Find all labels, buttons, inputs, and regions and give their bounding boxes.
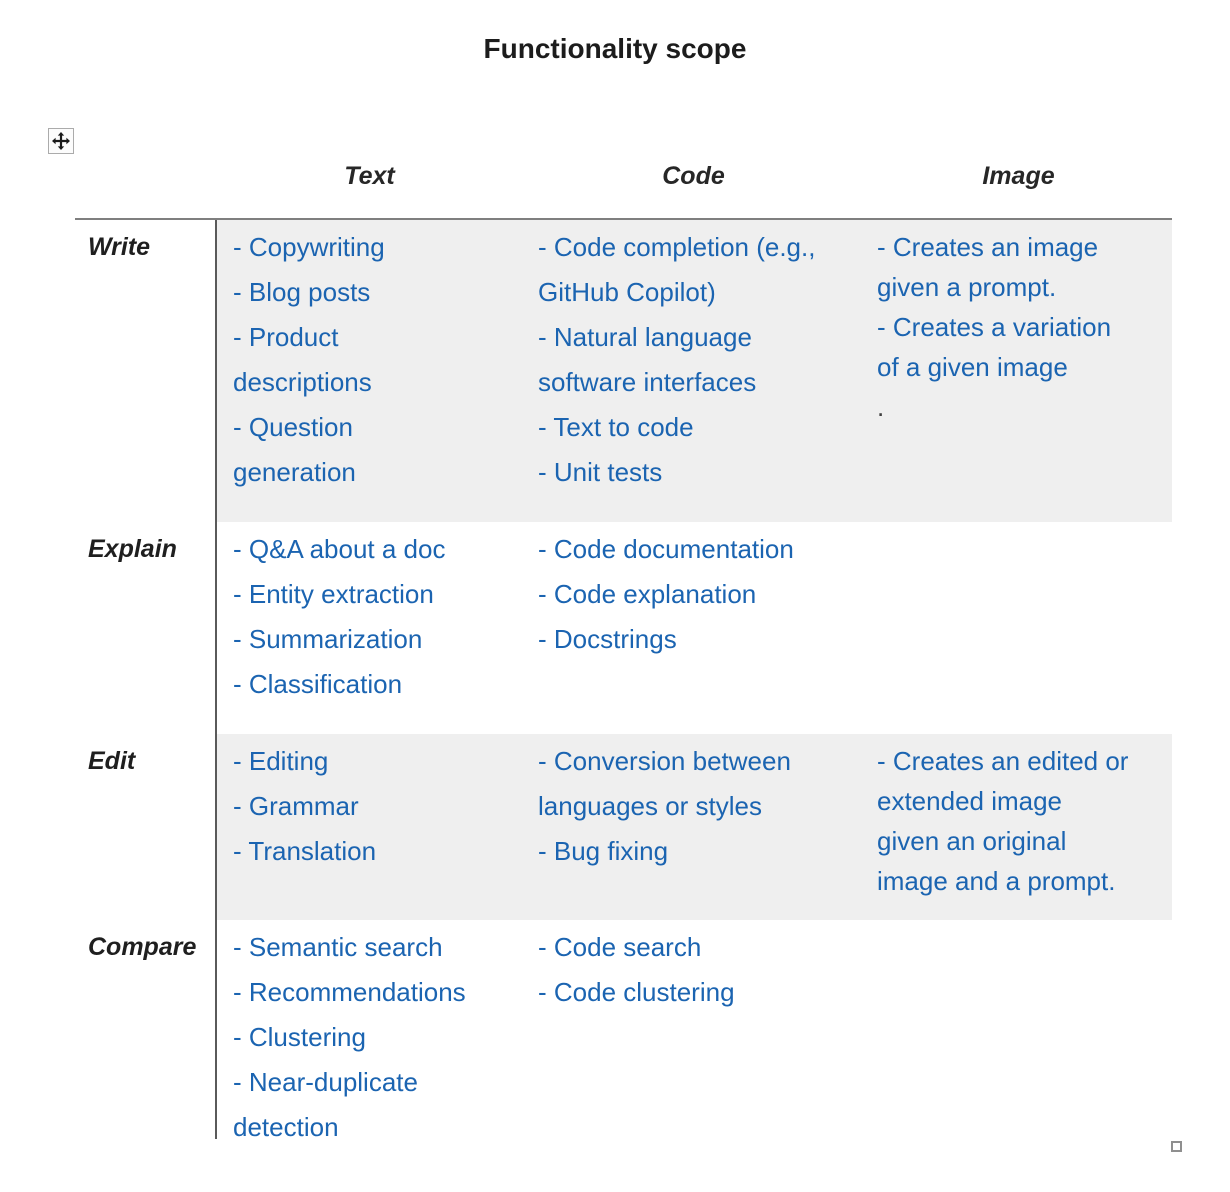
cell-item: - Question generation xyxy=(233,412,356,487)
column-header-text: Text xyxy=(344,162,395,190)
column-header-image: Image xyxy=(982,162,1055,190)
cell-item: - Product descriptions xyxy=(233,322,372,397)
four-way-move-arrow-icon xyxy=(52,132,70,150)
cell-explain-code: - Code documentation - Code explanation - … xyxy=(522,522,865,734)
cell-item: - Blog posts xyxy=(233,277,371,307)
cell-item: - Entity extraction xyxy=(233,579,434,609)
cell-item: - Creates an edited or extended image gi… xyxy=(877,746,1129,896)
table-row-edit: Edit - Editing - Grammar - Translation - Con… xyxy=(75,734,1172,920)
cell-item: - Copywriting xyxy=(233,232,385,262)
resize-square-icon[interactable] xyxy=(1171,1141,1182,1152)
cell-item: - Q&A about a doc xyxy=(233,534,446,564)
cell-item: - Docstrings xyxy=(538,624,677,654)
row-label-write: Write xyxy=(75,220,217,522)
cell-item: - Code documentation xyxy=(538,534,794,564)
cell-compare-image xyxy=(865,920,1172,1139)
cell-item: - Near-duplicate detection xyxy=(233,1067,418,1139)
table-row-explain: Explain - Q&A about a doc - Entity extract… xyxy=(75,522,1172,734)
cell-edit-code: - Conversion between languages or styles… xyxy=(522,734,865,920)
table-row-compare: Compare - Semantic search - Recommendation… xyxy=(75,920,1172,1139)
cell-item: - Text to code xyxy=(538,412,694,442)
cell-item: - Code completion (e.g., GitHub Copilot) xyxy=(538,232,816,307)
cell-item: - Clustering xyxy=(233,1022,366,1052)
cell-item: - Natural language software interfaces xyxy=(538,322,757,397)
cell-write-text: - Copywriting - Blog posts - Product descr… xyxy=(217,220,522,522)
cell-item: - Code explanation xyxy=(538,579,757,609)
cell-item: - Grammar xyxy=(233,791,359,821)
cell-item: - Unit tests xyxy=(538,457,663,487)
cell-item: - Code clustering xyxy=(538,977,735,1007)
cell-write-image: - Creates an image given a prompt.- Crea… xyxy=(865,220,1172,522)
cell-write-code: - Code completion (e.g., GitHub Copilot)… xyxy=(522,220,865,522)
cell-item: - Recommendations xyxy=(233,977,466,1007)
cell-compare-code: - Code search - Code clustering xyxy=(522,920,865,1139)
cell-item: - Semantic search xyxy=(233,932,443,962)
functionality-table: Write - Copywriting - Blog posts - Product … xyxy=(75,218,1172,1139)
cell-item: - Classification xyxy=(233,669,403,699)
cell-item: - Conversion between languages or styles xyxy=(538,746,791,821)
cell-item: - Bug fixing xyxy=(538,836,669,866)
table-row-write: Write - Copywriting - Blog posts - Product … xyxy=(75,220,1172,522)
cell-item: - Editing xyxy=(233,746,329,776)
cell-explain-image xyxy=(865,522,1172,734)
cell-edit-text: - Editing - Grammar - Translation xyxy=(217,734,522,920)
cell-item: - Summarization xyxy=(233,624,423,654)
dark-period: . xyxy=(877,392,885,422)
row-label-compare: Compare xyxy=(75,920,217,1139)
cell-item: - Creates a variation of a given image. xyxy=(877,307,1162,427)
cell-explain-text: - Q&A about a doc - Entity extraction - Su… xyxy=(217,522,522,734)
cell-compare-text: - Semantic search - Recommendations - Clus… xyxy=(217,920,522,1139)
row-label-edit: Edit xyxy=(75,734,217,920)
table-move-handle[interactable] xyxy=(48,128,74,154)
page-title: Functionality scope xyxy=(483,33,747,64)
cell-edit-image: - Creates an edited or extended image gi… xyxy=(865,734,1172,920)
cell-item: - Creates an image given a prompt. xyxy=(877,232,1099,302)
row-label-explain: Explain xyxy=(75,522,217,734)
column-header-code: Code xyxy=(662,162,725,190)
cell-item: - Translation xyxy=(233,836,377,866)
cell-item: - Code search xyxy=(538,932,702,962)
